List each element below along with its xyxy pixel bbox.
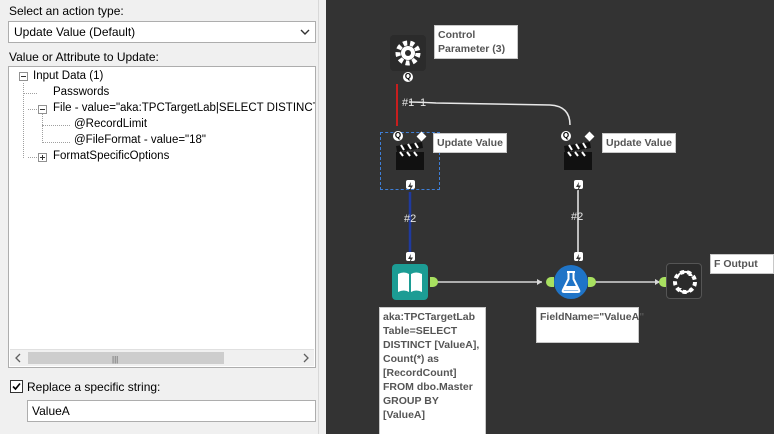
chevron-right-icon: [303, 353, 309, 363]
tree-line: [42, 142, 70, 143]
update-value-tool-2[interactable]: [560, 138, 596, 174]
gear-icon: [395, 40, 421, 66]
tree-line: [28, 157, 37, 158]
bolt-anchor-icon: [574, 180, 583, 191]
bolt-anchor-icon: [574, 252, 583, 263]
tree-line: [42, 125, 70, 126]
bolt-anchor-icon: [406, 252, 415, 263]
arrow-head-icon: [537, 279, 542, 285]
bolt-anchor-icon: [406, 180, 415, 191]
action-config-panel: Select an action type: Update Value (Def…: [0, 0, 318, 434]
chevron-down-icon: [300, 29, 310, 35]
connection-label-3: #2: [404, 213, 417, 225]
input-data-tool[interactable]: [392, 264, 428, 300]
tree-item-passwords[interactable]: Passwords: [53, 86, 110, 98]
tree-item-file[interactable]: File - value="aka:TPCTargetLab|SELECT DI…: [53, 102, 316, 114]
connection-label-1: #1: [402, 97, 415, 109]
question-badge-icon: Q: [403, 72, 413, 82]
wire-control-to-update2: [408, 101, 571, 126]
checkmark-icon: [12, 382, 21, 391]
tree-line: [28, 109, 37, 110]
output-anchor-icon: [430, 277, 438, 287]
action-type-select[interactable]: Update Value (Default): [8, 21, 316, 43]
tree-line: [23, 83, 24, 158]
gear-arrows-icon: [673, 270, 697, 294]
output-tool[interactable]: [666, 263, 702, 299]
collapse-icon[interactable]: [38, 105, 47, 114]
workflow-canvas[interactable]: Q Control Parameter (3) #1 1 Q Update Va…: [326, 0, 774, 434]
replace-string-input[interactable]: [27, 400, 316, 422]
tree-item-file-format[interactable]: @FileFormat - value="18": [74, 134, 207, 146]
replace-string-checkbox[interactable]: [10, 380, 23, 393]
tree-item-record-limit[interactable]: @RecordLimit: [74, 118, 148, 130]
update-value-tool-1[interactable]: [392, 138, 428, 174]
question-badge-icon: Q: [393, 131, 403, 141]
tree-line: [42, 114, 43, 143]
grip-icon: |||: [112, 355, 119, 364]
scroll-right-button[interactable]: [297, 350, 314, 366]
scroll-left-button[interactable]: [10, 350, 27, 366]
output-tool-annotation: F Output: [710, 254, 774, 274]
update-value-1-annotation: Update Value: [433, 133, 507, 153]
horizontal-scrollbar[interactable]: |||: [10, 349, 314, 366]
tree-item-input-data[interactable]: Input Data (1): [33, 70, 104, 82]
book-icon: [398, 272, 422, 292]
update-value-2-annotation: Update Value: [602, 133, 676, 153]
action-type-label: Select an action type:: [9, 4, 124, 18]
collapse-icon[interactable]: [19, 72, 28, 81]
connection-label-4: #2: [571, 211, 584, 223]
control-parameter-tool[interactable]: [390, 35, 426, 71]
formula-tool-annotation: FieldName="ValueA": [536, 307, 644, 343]
connection-wires: [396, 84, 660, 285]
clapperboard-icon: [564, 142, 592, 170]
input-anchor-icon: [659, 277, 667, 287]
scroll-thumb[interactable]: |||: [28, 352, 224, 364]
input-tool-annotation: aka:TPCTargetLab Table=SELECT DISTINCT […: [379, 307, 486, 434]
panel-splitter[interactable]: [318, 0, 326, 434]
action-type-value: Update Value (Default): [14, 25, 136, 39]
flask-icon: [554, 265, 588, 299]
tree-line: [23, 93, 37, 94]
connection-label-2: 1: [420, 97, 427, 109]
output-anchor-icon: [588, 277, 596, 287]
arrow-head-icon: [655, 279, 660, 285]
tree-item-format-options[interactable]: FormatSpecificOptions: [53, 150, 170, 162]
input-anchor-icon: [546, 277, 554, 287]
control-parameter-annotation: Control Parameter (3): [434, 25, 518, 59]
attribute-tree[interactable]: Input Data (1) Passwords File - value="a…: [8, 66, 316, 368]
question-badge-icon: Q: [561, 131, 571, 141]
attribute-label: Value or Attribute to Update:: [9, 50, 159, 64]
clapperboard-icon: [396, 142, 424, 170]
replace-string-label: Replace a specific string:: [27, 380, 161, 394]
expand-icon[interactable]: [38, 153, 47, 162]
chevron-left-icon: [15, 353, 21, 363]
formula-tool[interactable]: [553, 264, 589, 300]
